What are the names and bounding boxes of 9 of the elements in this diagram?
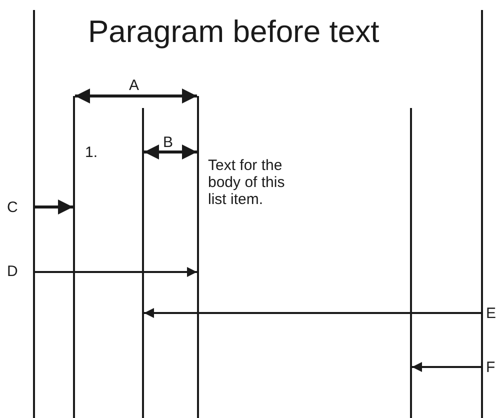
- dimension-label: B: [163, 134, 174, 151]
- title: Paragram before text: [88, 14, 380, 50]
- dimension-label: C: [7, 199, 18, 216]
- list-number: 1.: [85, 144, 98, 161]
- dimension-label: D: [7, 263, 18, 280]
- dimension-label: F: [486, 359, 496, 376]
- dimension-label: A: [129, 77, 140, 94]
- dimension-label: E: [486, 305, 496, 322]
- body-text: Text for the body of this list item.: [208, 157, 286, 208]
